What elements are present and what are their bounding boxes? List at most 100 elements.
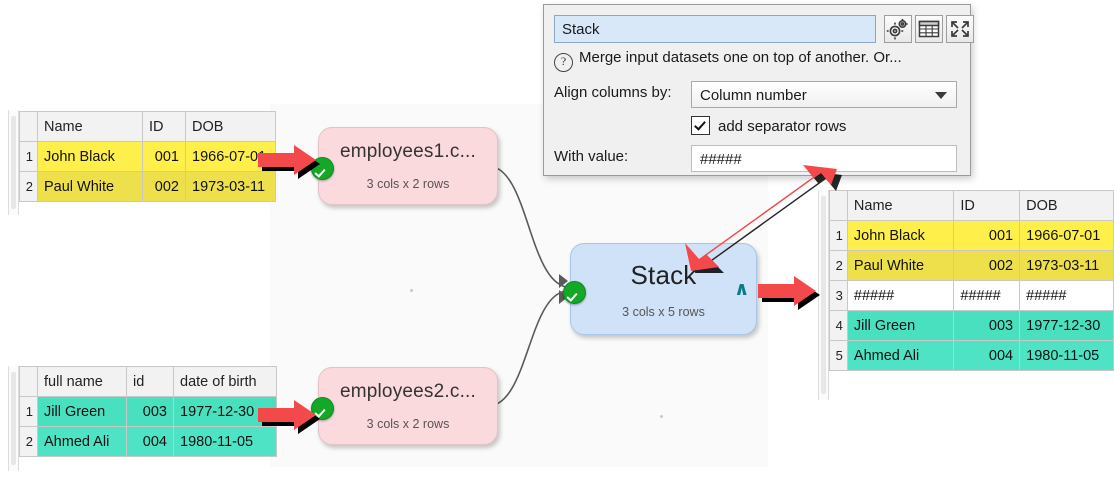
cell-name[interactable]: Ahmed Ali [846,340,955,371]
input-table-1-body: 1 John Black 001 1966-07-01 2 Paul White… [19,141,276,202]
annotation-arrow-to-output-table [758,274,832,323]
column-header-name[interactable]: Name [37,111,143,142]
canvas-grid-dot [660,415,663,418]
annotation-arrow-to-employees1 [258,143,332,192]
column-header-dob[interactable]: DOB [185,111,276,142]
with-value-label: With value: [554,148,629,165]
node-employees2-subtitle: 3 cols x 2 rows [366,417,450,431]
cell-id[interactable]: 003 [126,396,174,427]
table-icon-svg [918,20,940,38]
cell-id[interactable]: 001 [953,220,1021,251]
node-stack-output-caret-icon: ∧ [734,278,750,300]
output-table-header-row: Name ID DOB [829,190,1114,221]
input-table-1[interactable]: Name ID DOB 1 John Black 001 1966-07-01 … [19,111,276,202]
align-columns-selected-value: Column number [700,87,807,104]
cell-full-name[interactable]: Jill Green [37,396,127,427]
input-table-2-body: 1 Jill Green 003 1977-12-30 2 Ahmed Ali … [19,396,277,457]
column-header-name[interactable]: Name [846,190,955,221]
rownum-header [19,366,38,397]
cell-name[interactable]: John Black [37,141,143,172]
cell-name[interactable]: Paul White [846,250,955,281]
annotation-arrow-svg [758,276,820,310]
input-table-1-scrollbar[interactable] [8,110,19,215]
cell-id[interactable]: 003 [953,310,1021,341]
gears-icon[interactable] [884,15,912,43]
cell-dob[interactable]: 1973-03-11 [1019,250,1114,281]
table-row[interactable]: 1 John Black 001 1966-07-01 [19,141,276,172]
cell-id[interactable]: 004 [953,340,1021,371]
table-row[interactable]: 4 Jill Green 003 1977-12-30 [829,310,1114,341]
row-number: 5 [829,340,848,371]
cell-dob[interactable]: 1980-11-05 [1019,340,1114,371]
node-employees1-title: employees1.c... [339,141,477,162]
dialog-help-row: ? Merge input datasets one on top of anot… [554,49,962,75]
input-table-2-scrollbar[interactable] [8,366,19,471]
column-header-date-of-birth[interactable]: date of birth [173,366,277,397]
cell-name[interactable]: Paul White [37,171,143,202]
column-header-id[interactable]: ID [953,190,1021,221]
cell-dob[interactable]: ##### [1019,280,1114,311]
annotation-arrow-diagonal-svg [685,165,842,277]
annotation-arrow-svg [258,400,320,434]
checkbox-box-icon [691,116,710,135]
column-header-id[interactable]: id [126,366,174,397]
cell-date-of-birth[interactable]: 1980-11-05 [173,426,277,457]
table-row[interactable]: 5 Ahmed Ali 004 1980-11-05 [829,340,1114,371]
align-columns-select[interactable]: Column number [691,81,957,108]
node-employees1[interactable]: employees1.c... 3 cols x 2 rows [318,127,498,205]
dialog-title-input[interactable]: Stack [554,15,876,43]
row-number: 1 [829,220,848,251]
annotation-arrow-svg [258,145,320,179]
connector-edges [487,165,567,407]
table-row-separator[interactable]: 3 ##### ##### ##### [829,280,1114,311]
cell-id[interactable]: ##### [953,280,1021,311]
node-stack-status-ok-icon [563,281,586,304]
table-row[interactable]: 1 John Black 001 1966-07-01 [829,220,1114,251]
table-row[interactable]: 1 Jill Green 003 1977-12-30 [19,396,277,427]
cell-id[interactable]: 001 [142,141,186,172]
rownum-header [19,111,38,142]
cell-id[interactable]: 002 [953,250,1021,281]
output-table[interactable]: Name ID DOB 1 John Black 001 1966-07-01 … [829,190,1114,371]
cell-name[interactable]: John Black [846,220,955,251]
gears-icon-svg [886,18,908,40]
stack-input-arrow-top [559,274,568,288]
node-employees2[interactable]: employees2.c... 3 cols x 2 rows [318,367,498,445]
table-row[interactable]: 2 Ahmed Ali 004 1980-11-05 [19,426,277,457]
node-employees2-status-ok-icon [311,397,334,420]
cell-name[interactable]: Jill Green [846,310,955,341]
annotation-arrow-to-employees2 [258,398,332,447]
node-employees1-subtitle: 3 cols x 2 rows [366,177,450,191]
column-header-full-name[interactable]: full name [37,366,127,397]
cell-id[interactable]: 004 [126,426,174,457]
output-table-body: 1 John Black 001 1966-07-01 2 Paul White… [829,220,1114,371]
cell-name[interactable]: ##### [846,280,955,311]
row-number: 1 [19,141,38,172]
node-stack-title: Stack [630,259,697,290]
cell-dob[interactable]: 1977-12-30 [1019,310,1114,341]
node-stack[interactable]: Stack 3 cols x 5 rows [570,243,757,335]
add-separator-rows-label: add separator rows [718,118,847,135]
cell-dob[interactable]: 1973-03-11 [185,171,276,202]
input-table-1-header-row: Name ID DOB [19,111,276,142]
row-number: 2 [19,171,38,202]
row-number: 3 [829,280,848,311]
expand-icon-svg [951,21,969,37]
stack-settings-dialog[interactable]: Stack [543,4,974,176]
column-header-dob[interactable]: DOB [1019,190,1114,221]
expand-icon[interactable] [946,15,974,43]
cell-dob[interactable]: 1966-07-01 [1019,220,1114,251]
row-number: 4 [829,310,848,341]
cell-id[interactable]: 002 [142,171,186,202]
annotation-arrow-dialog-to-stack [685,163,863,278]
help-icon[interactable]: ? [554,53,573,72]
table-icon[interactable] [915,15,943,43]
canvas-grid-dot [410,289,413,292]
add-separator-rows-checkbox[interactable]: add separator rows [691,116,846,135]
table-row[interactable]: 2 Paul White 002 1973-03-11 [829,250,1114,281]
dialog-help-text: Merge input datasets one on top of anoth… [579,49,902,66]
cell-full-name[interactable]: Ahmed Ali [37,426,127,457]
input-table-2[interactable]: full name id date of birth 1 Jill Green … [19,366,277,457]
table-row[interactable]: 2 Paul White 002 1973-03-11 [19,171,276,202]
column-header-id[interactable]: ID [142,111,186,142]
